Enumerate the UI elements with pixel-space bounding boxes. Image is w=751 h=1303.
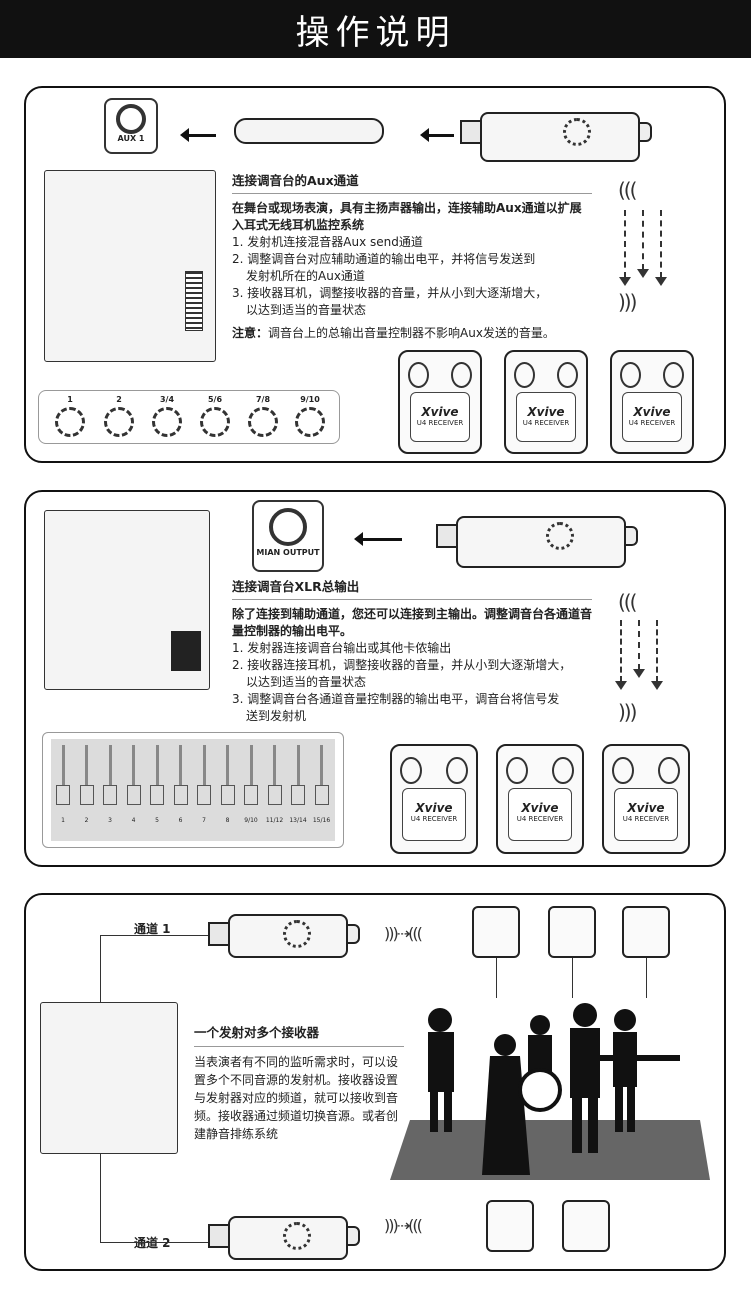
fader-channel: 13/14 <box>287 745 309 840</box>
step: 1. 发射机连接混音器Aux send通道 <box>232 235 423 249</box>
aux-knob-strip <box>38 390 340 444</box>
signal-wave-icon: ((( <box>618 178 637 202</box>
fader-channel: 6 <box>170 745 192 840</box>
xlr-adapter <box>234 118 384 144</box>
aux-knob-7-8: 7/8 <box>241 395 285 437</box>
connection-line <box>646 958 647 998</box>
band-illustration <box>390 1003 710 1180</box>
fader-label: 5 <box>155 817 159 824</box>
fader-label: 9/10 <box>244 817 258 824</box>
fader-channel: 5 <box>146 745 168 840</box>
step: 1. 发射器连接调音台输出或其他卡侬输出 <box>232 641 452 655</box>
multi-receiver-text: 一个发射对多个接收器 当表演者有不同的监听需求时，可以设置多个不同音源的发射机。… <box>194 1024 404 1143</box>
fader-channel: 7 <box>193 745 215 840</box>
transmitter <box>436 516 638 568</box>
signal-arrow-icon <box>615 620 627 690</box>
signal-wave-icon: ))) <box>618 700 637 724</box>
signal-arrow-icon <box>633 620 645 678</box>
fader-channel: 8 <box>217 745 239 840</box>
arrow-left-icon <box>354 532 402 546</box>
step: 以达到适当的音量状态 <box>246 675 367 689</box>
signal-arrow-icon <box>637 210 649 278</box>
fader-channel: 2 <box>76 745 98 840</box>
mixer-illustration <box>44 510 210 690</box>
receiver <box>562 1200 610 1252</box>
connection-line <box>496 958 497 998</box>
receiver <box>486 1200 534 1252</box>
main-output-jack: MIAN OUTPUT <box>252 500 324 572</box>
lead-text: 除了连接到辅助通道，您还可以连接到主输出。调整调音台各通道音量控制器的输出电平。 <box>232 607 593 638</box>
signal-wave-icon: )))⇢((( <box>384 1216 423 1235</box>
receiver <box>622 906 670 958</box>
signal-arrow-icon <box>619 210 631 286</box>
mixer-illustration <box>44 170 216 362</box>
section-heading: 连接调音台的Aux通道 <box>232 172 592 194</box>
fader-label: 1 <box>61 817 65 824</box>
xlr-instructions: 连接调音台XLR总输出 除了连接到辅助通道，您还可以连接到主输出。调整调音台各通… <box>232 578 592 725</box>
body-text: 当表演者有不同的监听需求时，可以设置多个不同音源的发射机。接收器设置与发射器对应… <box>194 1055 399 1141</box>
note-label: 注意： <box>232 326 269 340</box>
channel-1-label: 通道 1 <box>134 922 171 936</box>
fader-channel: 4 <box>123 745 145 840</box>
signal-arrow-icon <box>655 210 667 286</box>
fader-label: 11/12 <box>265 817 284 824</box>
step: 以达到适当的音量状态 <box>246 303 367 317</box>
signal-wave-icon: ))) <box>618 290 637 314</box>
fader-label: 7 <box>202 817 206 824</box>
arrow-left-icon <box>420 128 454 142</box>
step: 3. 调整调音台各通道音量控制器的输出电平，调音台将信号发 <box>232 692 560 706</box>
fader-label: 3 <box>108 817 112 824</box>
channel-2-label: 通道 2 <box>134 1236 171 1250</box>
aux-jack: AUX 1 <box>104 98 158 154</box>
fader-channel: 9/10 <box>240 745 262 840</box>
transmitter-channel-2 <box>208 1216 360 1260</box>
signal-arrow-icon <box>651 620 663 690</box>
fader-channel: 15/16 <box>311 745 333 840</box>
step: 送到发射机 <box>246 709 307 723</box>
aux-jack-label: AUX 1 <box>117 134 145 143</box>
aux-knob-3-4: 3/4 <box>145 395 189 437</box>
step: 2. 调整调音台对应辅助通道的输出电平，并将信号发送到 <box>232 252 536 266</box>
receiver <box>472 906 520 958</box>
fader-label: 15/16 <box>312 817 331 824</box>
note-text: 调音台上的总输出音量控制器不影响Aux发送的音量。 <box>268 326 555 340</box>
signal-wave-icon: ((( <box>618 590 637 614</box>
transmitter-channel-1 <box>208 914 360 958</box>
step: 3. 接收器耳机，调整接收器的音量，并从小到大逐渐增大， <box>232 286 548 300</box>
page-title: 操作说明 <box>0 0 751 58</box>
aux-instructions: 连接调音台的Aux通道 在舞台或现场表演，具有主扬声器输出，连接辅助Aux通道以… <box>232 172 592 342</box>
section-heading: 连接调音台XLR总输出 <box>232 578 592 600</box>
fader-channel: 1 <box>52 745 74 840</box>
fader-label: 2 <box>84 817 89 824</box>
fader-label: 8 <box>225 817 230 824</box>
section-heading: 一个发射对多个接收器 <box>194 1024 404 1047</box>
mixer-illustration <box>40 1002 178 1154</box>
lead-text: 在舞台或现场表演，具有主扬声器输出，连接辅助Aux通道以扩展入耳式无线耳机监控系… <box>232 201 582 232</box>
fader-label: 13/14 <box>289 817 307 824</box>
fader-label: 6 <box>178 817 183 824</box>
transmitter <box>460 112 652 162</box>
fader-channel: 3 <box>99 745 121 840</box>
step: 2. 接收器连接耳机，调整接收器的音量，并从小到大逐渐增大， <box>232 658 572 672</box>
aux-knob-1: 1 <box>48 395 92 437</box>
receiver <box>548 906 596 958</box>
fader-channel: 11/12 <box>264 745 286 840</box>
aux-knob-5-6: 5/6 <box>193 395 237 437</box>
fader-label: 4 <box>131 817 136 824</box>
step: 发射机所在的Aux通道 <box>246 269 365 283</box>
connection-line <box>572 958 573 998</box>
arrow-left-icon <box>180 128 216 142</box>
signal-wave-icon: )))⇢((( <box>384 924 423 943</box>
main-output-label: MIAN OUTPUT <box>256 548 320 557</box>
aux-knob-9-10: 9/10 <box>288 395 332 437</box>
aux-knob-2: 2 <box>97 395 141 437</box>
